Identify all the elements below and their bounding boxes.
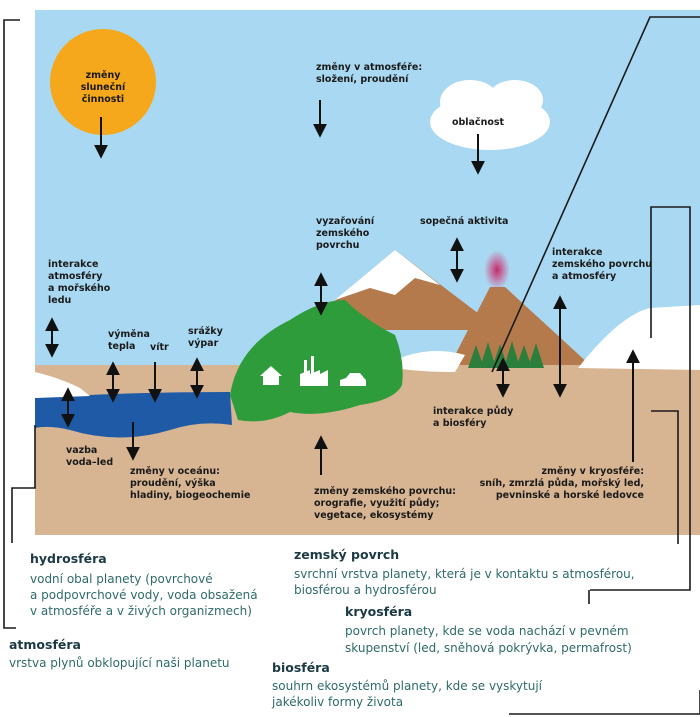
leader-land-surface: [651, 410, 679, 544]
label-line: pevninské a horské ledovce: [496, 490, 644, 501]
factory-icon: [300, 356, 328, 386]
legend-atmosphere-line-1: vrstva plynů obklopující naši planetu: [9, 656, 230, 670]
legend-cryosphere-title: kryosféra: [345, 604, 413, 619]
label-line: činnosti: [82, 94, 124, 105]
label-volcanic-activity: sopečná aktivita: [420, 216, 508, 227]
label-line: sníh, zmrzlá půda, mořský led,: [480, 478, 644, 489]
label-land-surface-changes: změny zemského povrchu:orografie, využit…: [314, 486, 456, 521]
label-line: a biosféry: [433, 418, 487, 429]
glacier-lake: [395, 351, 465, 372]
label-cryosphere-changes: změny v kryosféře:sníh, zmrzlá půda, moř…: [480, 466, 644, 501]
label-line: sopečná aktivita: [420, 216, 508, 227]
label-line: změny v kryosféře:: [541, 466, 644, 477]
legend-land-surface-line-1: svrchní vrstva planety, která je v konta…: [294, 567, 635, 581]
label-line: ledu: [48, 295, 71, 306]
label-line: výměna: [108, 329, 150, 340]
land-mass: [230, 300, 403, 422]
label-line: vyzařování: [316, 216, 375, 227]
label-line: změny v oceánu:: [130, 466, 220, 477]
legend-hydrosphere-line-3: v atmosféře a v živých organizmech): [30, 604, 252, 618]
leader-biosphere-diagonal: [491, 16, 700, 373]
legend-cryosphere-line-1: povrch planety, kde se voda nachází v pe…: [345, 624, 629, 638]
legend-biosphere-title: biosféra: [272, 660, 330, 675]
legend-atmosphere-title: atmosféra: [9, 637, 81, 652]
snow-right: [578, 305, 700, 370]
sun: [50, 29, 156, 135]
label-line: zemského povrchu: [552, 259, 652, 270]
legend-biosphere-line-2: jakékoliv formy života: [272, 695, 404, 709]
label-line: zemského: [316, 228, 370, 239]
label-line: tepla: [108, 341, 135, 352]
label-line: změny v atmosféře:: [316, 62, 422, 73]
legend-hydrosphere-title: hydrosféra: [30, 551, 107, 566]
label-line: interakce: [48, 259, 99, 270]
label-line: a mořského: [48, 283, 111, 294]
label-line: vegetace, ekosystémy: [314, 510, 434, 521]
label-line: orografie, využití půdy;: [314, 498, 439, 509]
legend-biosphere-line-1: souhrn ekosystémů planety, kde se vyskyt…: [272, 679, 542, 693]
label-line: složení, proudění: [316, 74, 409, 85]
sea-ice-left: [35, 372, 90, 398]
label-line: vítr: [150, 342, 169, 353]
leader-cryosphere: [590, 206, 691, 591]
legend-land-surface-title: zemský povrch: [294, 547, 400, 562]
label-line: změny zemského povrchu:: [314, 486, 456, 497]
ocean: [35, 392, 232, 438]
house-icon: [260, 366, 282, 385]
label-line: proudění, výška: [130, 478, 216, 489]
label-line: výpar: [188, 338, 219, 349]
leader-biosphere-bottom: [509, 690, 700, 715]
label-line: voda–led: [66, 457, 113, 468]
label-line: změny: [86, 70, 122, 81]
label-line: interakce: [552, 247, 603, 258]
legend-land-surface-line-2: biosférou a hydrosférou: [294, 583, 437, 597]
cloud: [430, 80, 550, 150]
label-wind: vítr: [150, 342, 169, 353]
label-line: povrchu: [316, 240, 359, 251]
label-line: hladiny, biogeochemie: [130, 490, 250, 501]
label-line: a atmosféry: [552, 271, 617, 282]
label-line: sluneční: [81, 82, 126, 93]
leader-hydrosphere: [11, 425, 36, 543]
leader-lines: [3, 16, 700, 715]
mountain-back-snow: [335, 250, 440, 300]
label-cloudiness: oblačnost: [452, 117, 505, 128]
label-line: atmosféry: [48, 271, 103, 282]
label-line: oblačnost: [452, 117, 505, 128]
label-line: srážky: [188, 326, 224, 337]
car-icon: [340, 373, 366, 386]
label-line: vazba: [66, 445, 97, 456]
leader-atmosphere: [3, 19, 20, 629]
volcano-glow: [484, 250, 510, 290]
label-atmosphere-change: změny v atmosféře:složení, proudění: [316, 62, 422, 85]
legend-hydrosphere-line-2: a podpovrchové vody, voda obsažená: [30, 588, 258, 602]
legend-cryosphere-line-2: skupenství (led, sněhová pokrývka, perma…: [345, 641, 632, 655]
label-line: interakce půdy: [433, 406, 514, 417]
legend-hydrosphere-line-1: vodní obal planety (povrchové: [30, 572, 213, 586]
